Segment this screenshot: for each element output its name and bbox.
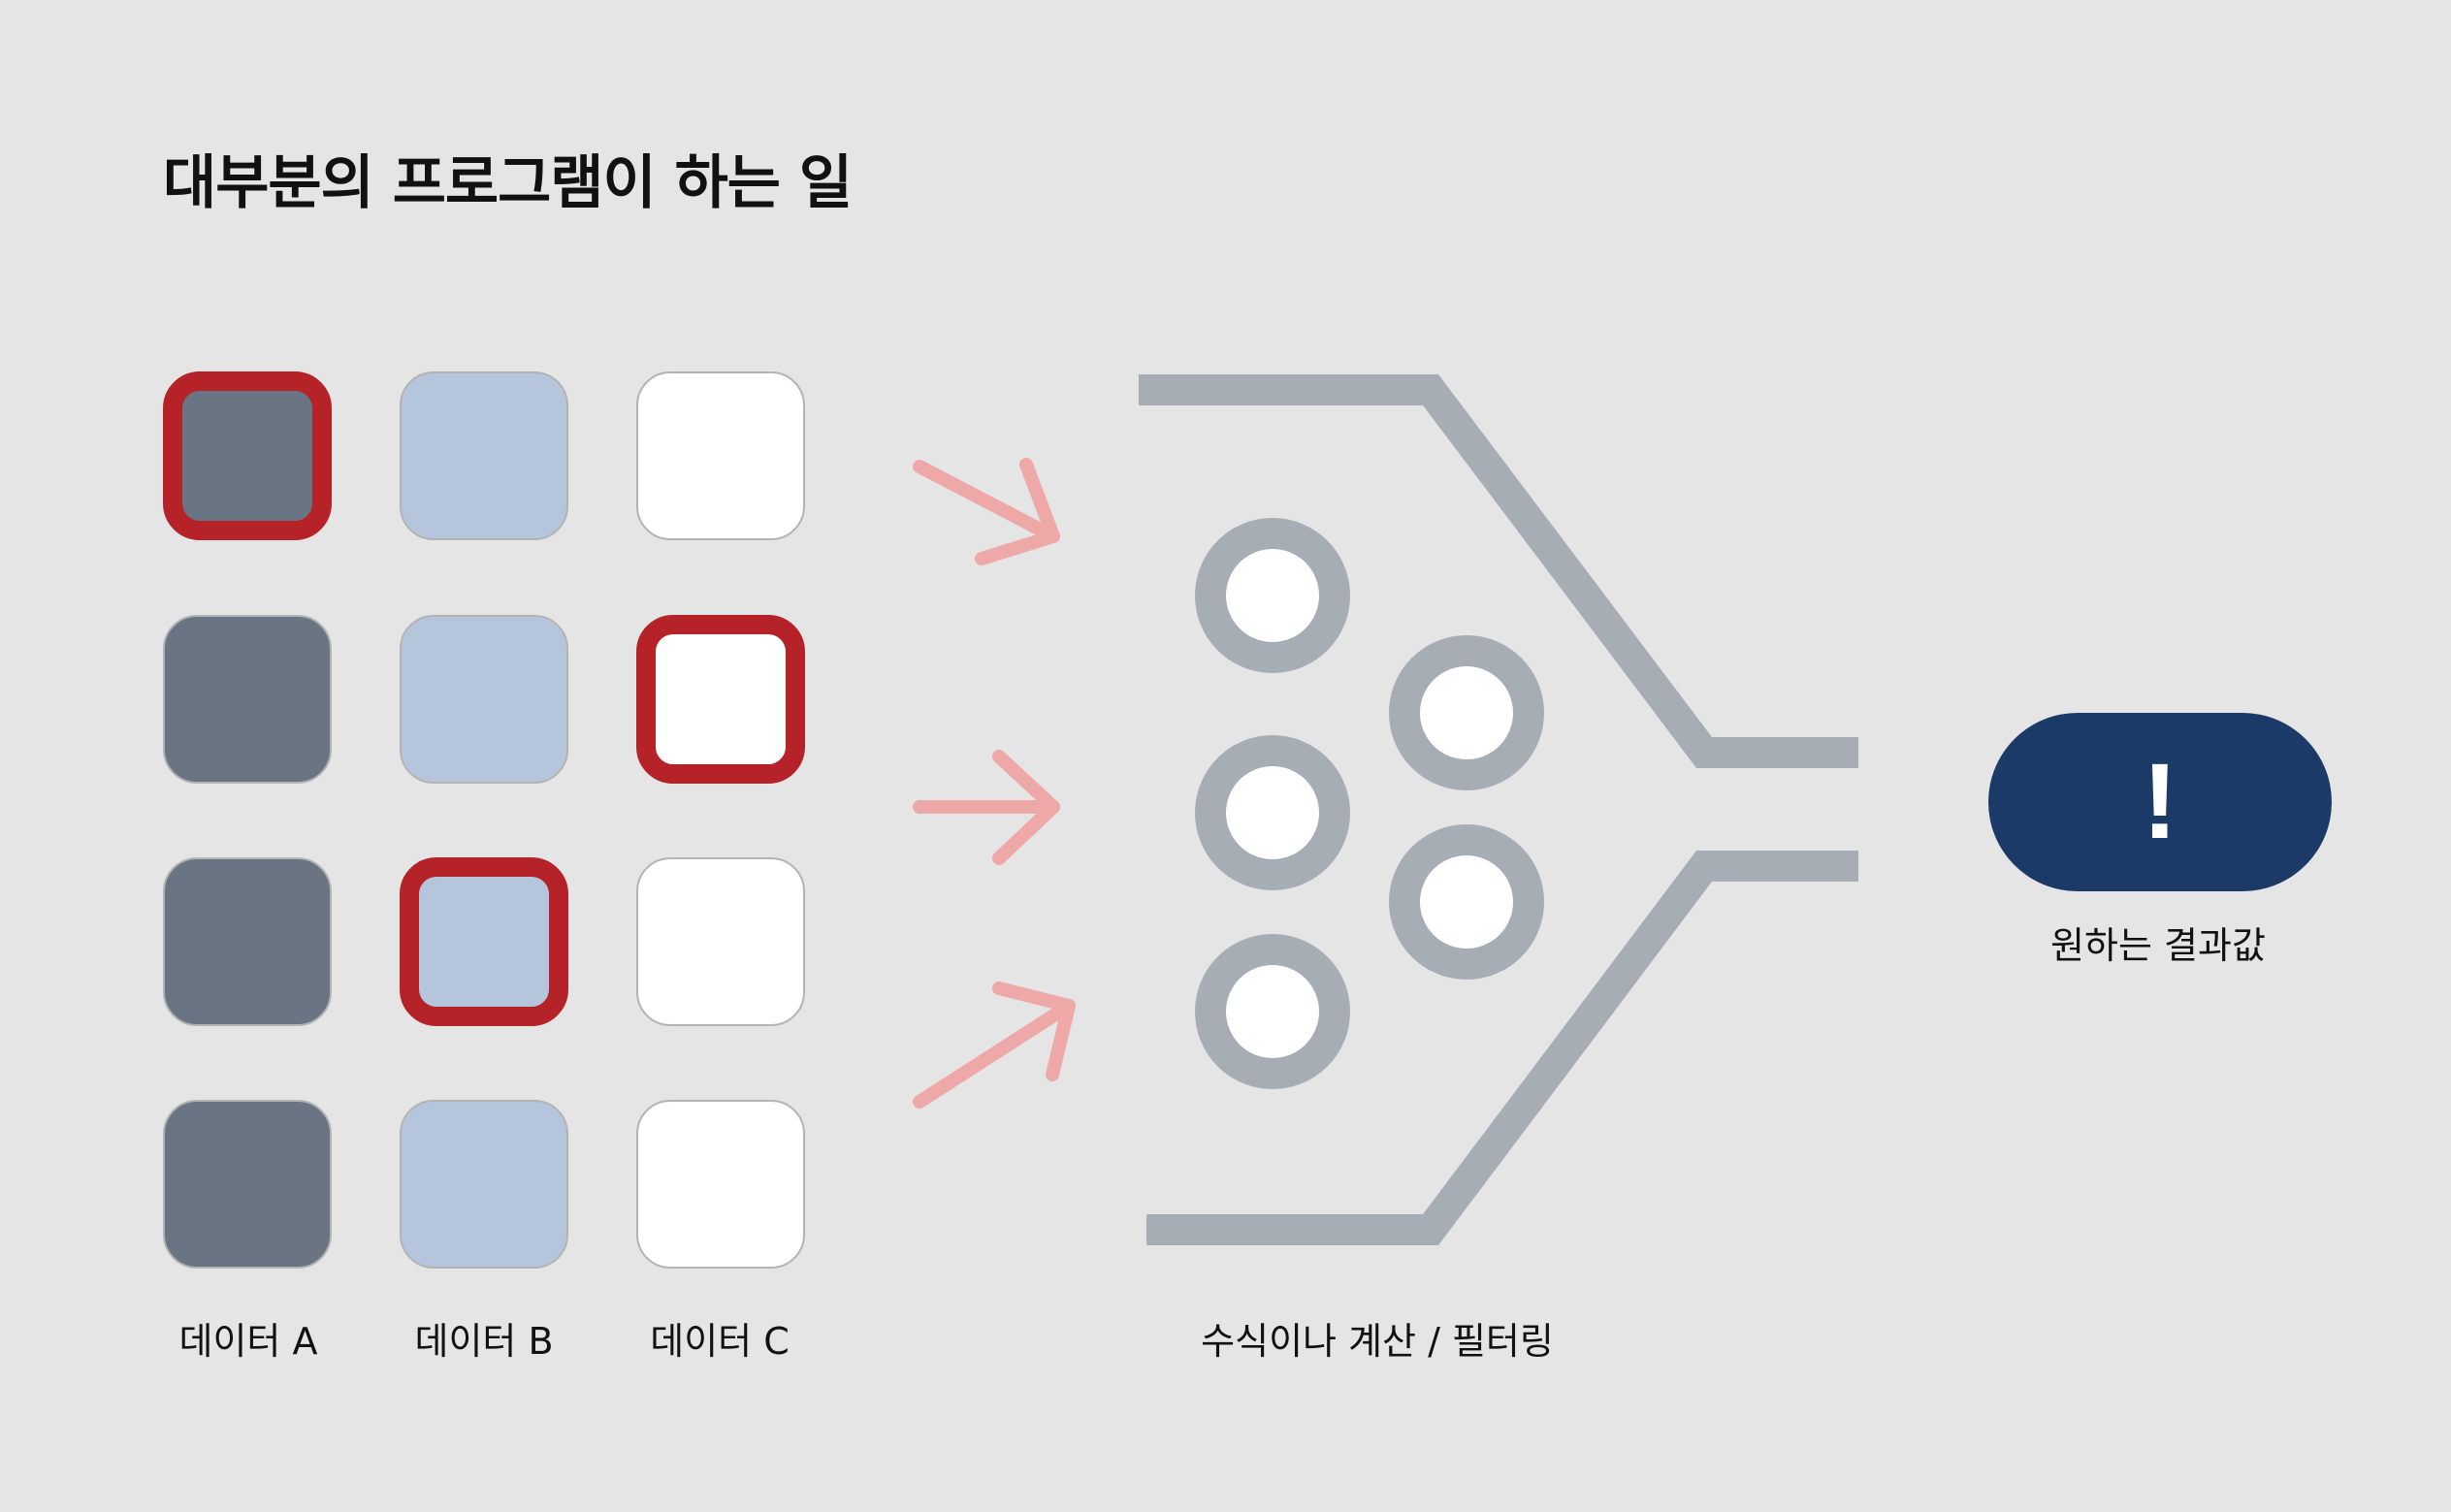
funnel-lower-wall: [1146, 851, 1858, 1245]
input-arrows: [913, 458, 1076, 1109]
filter-circle-icon: [1195, 518, 1350, 673]
arrow-icon: [913, 458, 1060, 565]
process-label: 수식이나 계산 / 필터링: [1201, 1320, 1554, 1363]
arrow-icon: [913, 981, 1076, 1109]
data-b-cell-highlighted: [400, 857, 568, 1026]
data-b-label: 데이터 B: [414, 1320, 554, 1363]
page-title: 대부분의 프로그램이 하는 일: [163, 149, 853, 217]
result-pill: !: [1988, 713, 2332, 891]
funnel-upper-wall: [1139, 374, 1858, 768]
filter-circle-icon: [1195, 735, 1350, 890]
filter-circles: [1195, 518, 1544, 1089]
data-a-cell: [163, 857, 332, 1026]
data-c-cell: [636, 371, 805, 540]
data-b-cell: [400, 371, 568, 540]
filter-circle-icon: [1389, 635, 1544, 790]
data-b-cell: [400, 615, 568, 784]
data-c-cell: [636, 1100, 805, 1269]
filter-circle-icon: [1195, 934, 1350, 1089]
data-c-cell-highlighted: [636, 615, 805, 784]
arrow-icon: [913, 750, 1060, 865]
data-a-label: 데이터 A: [178, 1320, 318, 1363]
funnel-icon: [1139, 374, 1858, 1245]
data-a-cell: [163, 615, 332, 784]
data-grid: [163, 371, 805, 1269]
data-a-cell-highlighted: [163, 371, 332, 540]
data-a-cell: [163, 1100, 332, 1269]
data-c-label: 데이터 C: [650, 1320, 790, 1363]
data-c-cell: [636, 857, 805, 1026]
data-b-cell: [400, 1100, 568, 1269]
result-label: 원하는 결과값: [2050, 924, 2266, 967]
exclamation-icon: !: [2142, 742, 2178, 861]
filter-circle-icon: [1389, 824, 1544, 980]
